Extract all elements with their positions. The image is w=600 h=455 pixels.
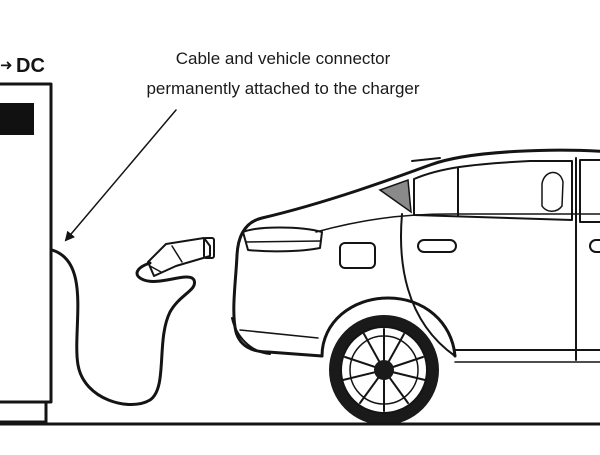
connector-grip-line <box>171 245 183 263</box>
rear-door-edge <box>399 213 456 357</box>
annotation-arrow <box>64 109 177 242</box>
dc-charger <box>0 82 53 424</box>
rear-door-window <box>413 160 573 221</box>
charger-label-dc: DC <box>16 55 45 77</box>
roof-edge <box>411 157 441 162</box>
charging-cable <box>50 248 197 406</box>
front-door-handle <box>589 239 600 253</box>
front-door-window <box>579 159 600 223</box>
charger-base <box>0 400 48 424</box>
electric-car <box>231 148 600 425</box>
vehicle-connector <box>147 237 215 277</box>
connector-neck-line <box>149 265 162 273</box>
car-rear-bumper <box>231 317 271 355</box>
annotation-line-2: permanently attached to the charger <box>146 79 419 98</box>
tail-light <box>242 226 323 253</box>
charger-screen <box>0 103 34 135</box>
charge-port-door <box>339 242 376 269</box>
rear-door-handle <box>417 239 457 253</box>
car-body-outline <box>232 148 600 358</box>
car-shoulder-line <box>315 213 600 233</box>
rear-hub <box>374 360 394 380</box>
annotation-line-1: Cable and vehicle connector <box>176 49 391 68</box>
dc-arrow-icon: ➜ <box>0 57 13 74</box>
rear-wheel-arch <box>320 296 457 358</box>
seat-headrest <box>541 171 564 212</box>
connector-tip <box>203 237 215 259</box>
rear-quarter-window <box>378 178 412 214</box>
connector-body <box>147 237 211 277</box>
car-bumper-crease <box>239 329 319 339</box>
rear-wheel <box>329 315 439 425</box>
tail-light-divider <box>245 240 322 243</box>
